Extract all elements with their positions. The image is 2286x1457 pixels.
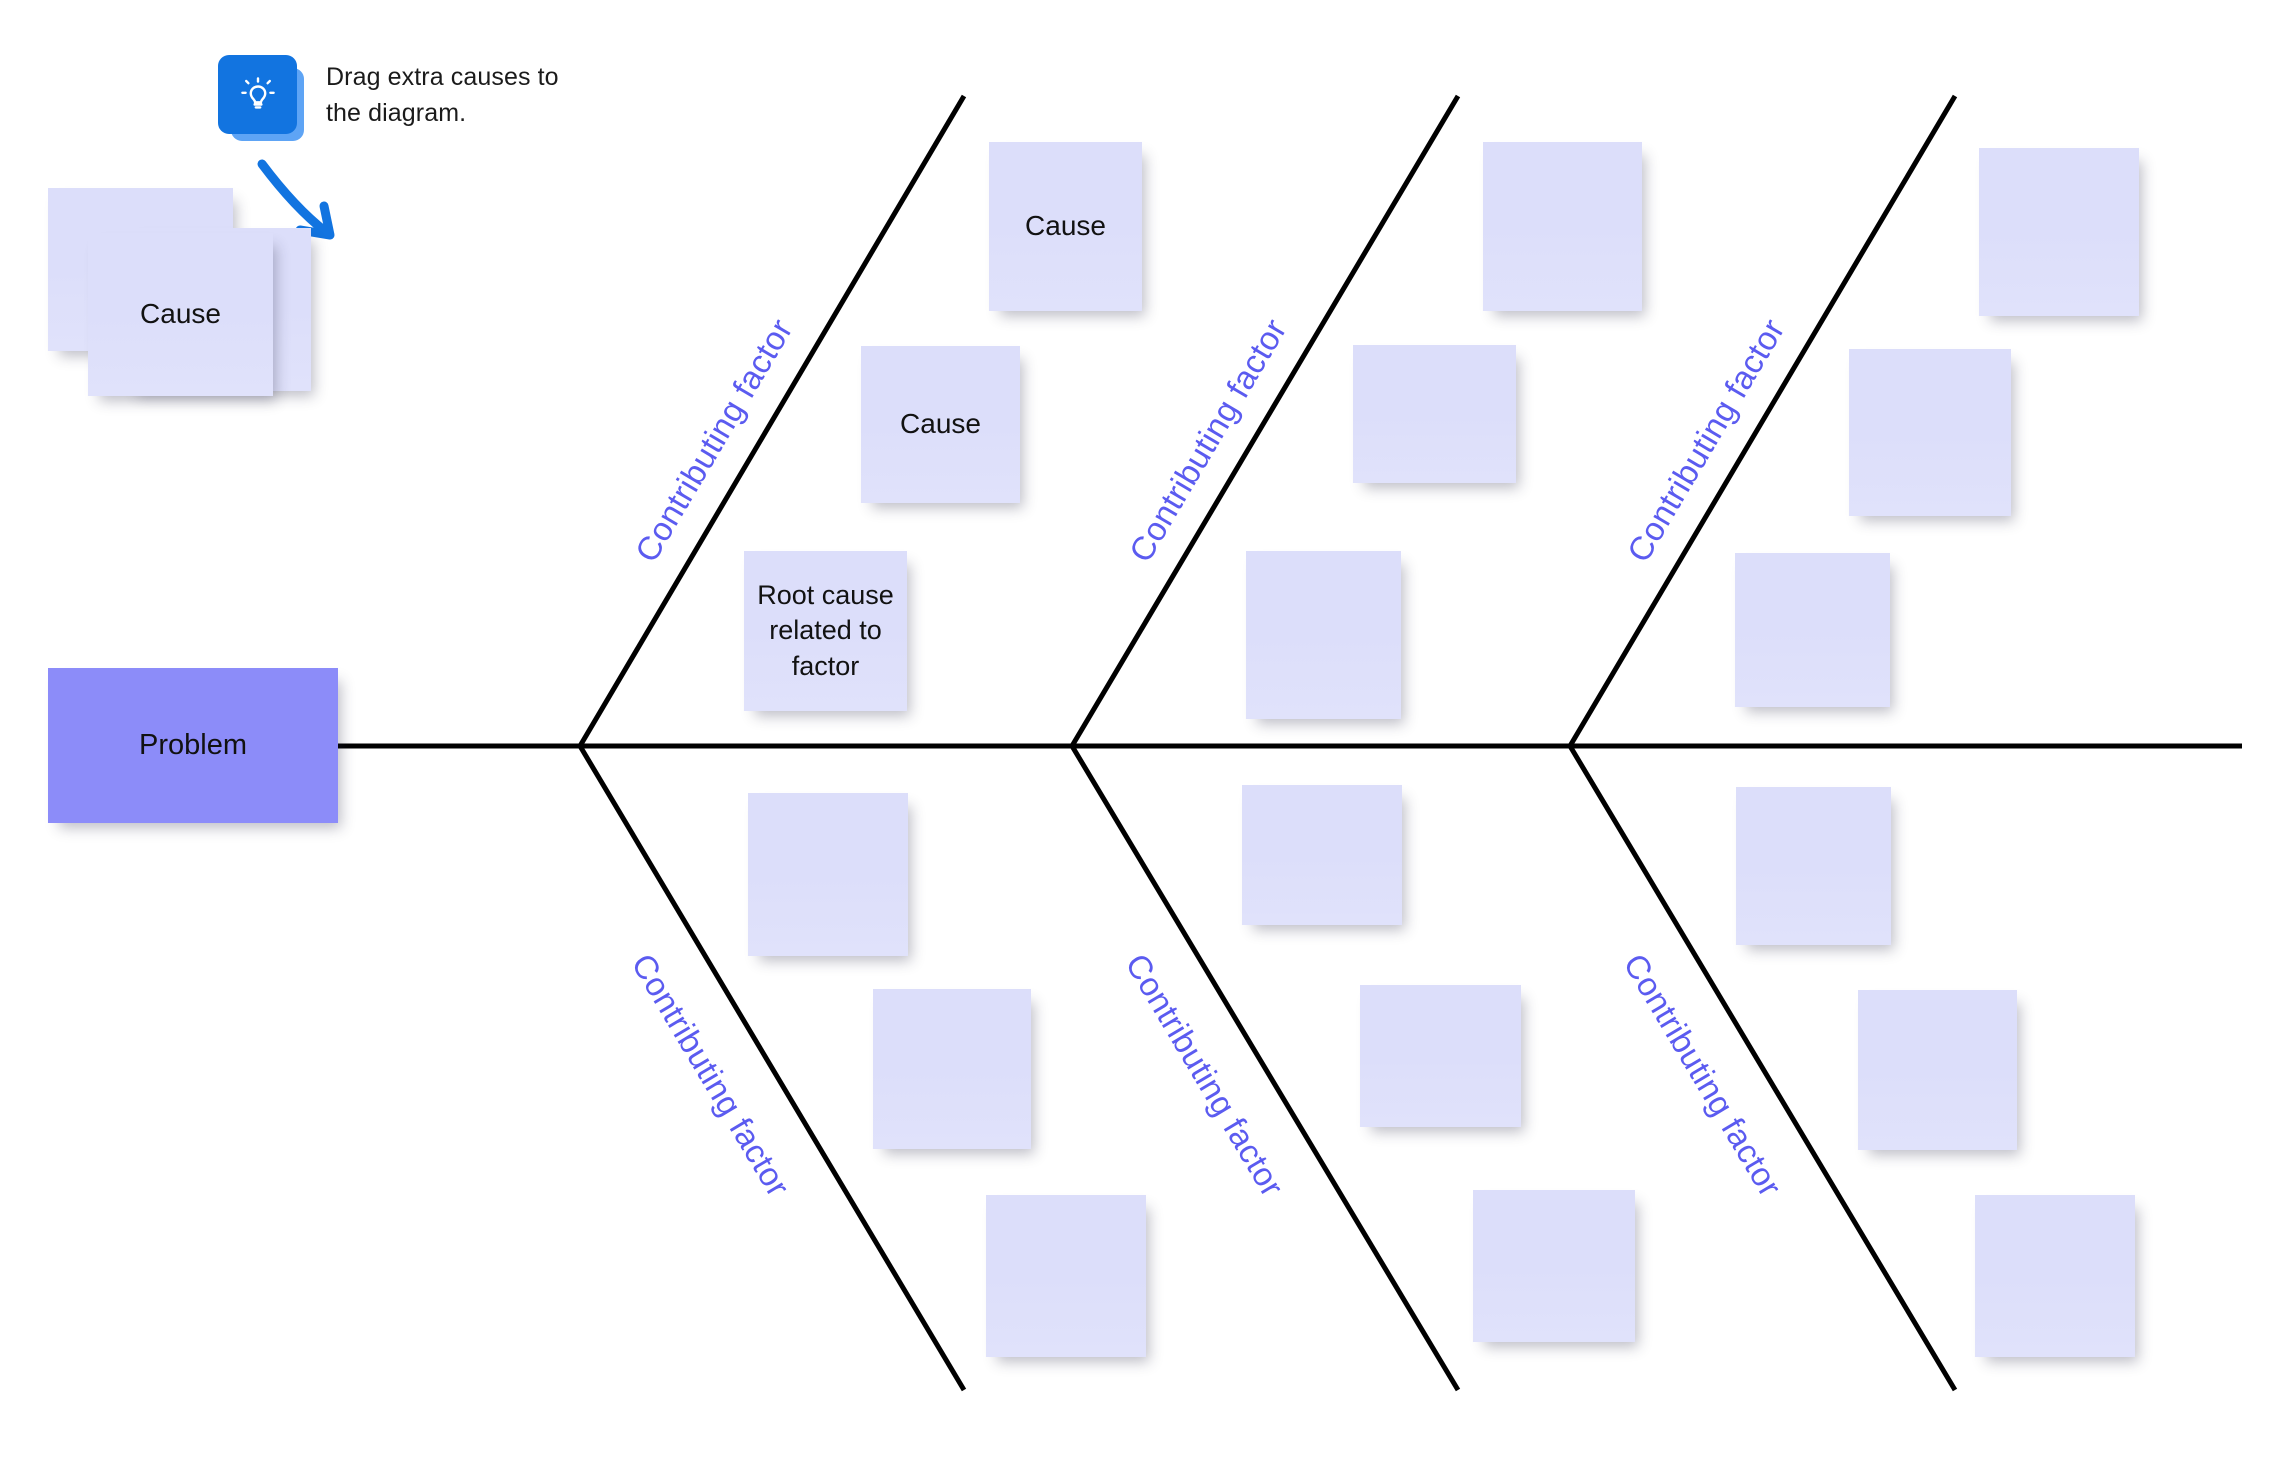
cause-note[interactable] xyxy=(1849,349,2011,516)
cause-note[interactable] xyxy=(1483,142,1642,311)
bone-upper-2[interactable] xyxy=(1069,94,1461,748)
cause-note[interactable] xyxy=(986,1195,1146,1357)
bone-upper-1[interactable] xyxy=(577,94,967,748)
lightbulb-icon xyxy=(218,55,304,141)
cause-note[interactable] xyxy=(1242,785,1402,925)
cause-note[interactable]: Cause xyxy=(989,142,1142,311)
cause-note[interactable] xyxy=(873,989,1031,1149)
bone-lower-1[interactable] xyxy=(577,744,967,1392)
cause-note[interactable] xyxy=(1858,990,2017,1150)
bone-upper-3[interactable] xyxy=(1567,94,1958,748)
lightbulb-glyph xyxy=(240,76,275,109)
cause-note-palette[interactable]: Cause xyxy=(48,188,318,438)
palette-note[interactable]: Cause xyxy=(88,233,273,396)
hint-block: Drag extra causes to the diagram. xyxy=(218,55,596,141)
lightbulb-icon-tile xyxy=(218,55,297,134)
problem-box[interactable]: Problem xyxy=(48,668,338,823)
cause-note[interactable] xyxy=(748,793,908,956)
cause-note[interactable] xyxy=(1473,1190,1635,1342)
cause-note[interactable] xyxy=(1735,553,1890,707)
hint-text: Drag extra causes to the diagram. xyxy=(326,63,559,127)
cause-note[interactable] xyxy=(1353,345,1516,483)
cause-note[interactable] xyxy=(1979,148,2139,316)
cause-note[interactable]: Cause xyxy=(861,346,1020,503)
cause-note[interactable] xyxy=(1360,985,1521,1127)
bone-lower-3[interactable] xyxy=(1567,744,1958,1392)
root-cause-note[interactable]: Root cause related to factor xyxy=(744,551,907,711)
cause-note[interactable] xyxy=(1246,551,1401,719)
bone-lower-2[interactable] xyxy=(1069,744,1461,1392)
cause-note[interactable] xyxy=(1975,1195,2135,1357)
cause-note[interactable] xyxy=(1736,787,1891,945)
